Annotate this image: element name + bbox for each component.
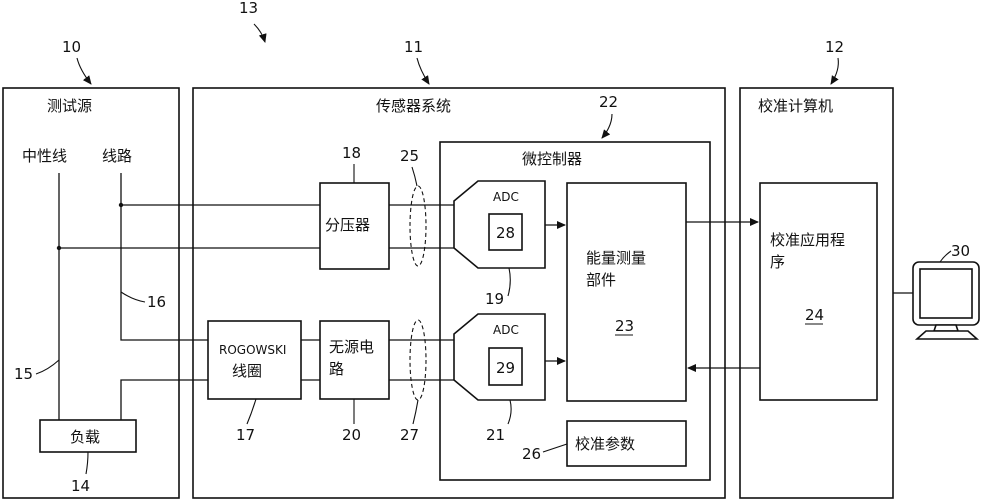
sensor-system-block: 传感器系统 分压器 ROGOWSKI 线圈 无源电 路 微控制器 ADC ADC…: [192, 87, 726, 499]
ref-29: 29: [496, 359, 515, 377]
ref-20: 20: [342, 426, 361, 444]
ref-19-leader: [507, 267, 511, 297]
monitor-neck: [932, 324, 960, 332]
sensor-system-label: 传感器系统: [376, 97, 451, 115]
test-source-label: 测试源: [47, 97, 92, 115]
ref-16-leader: [120, 291, 146, 303]
load-to-rogowski-wire: [120, 379, 208, 420]
neutral-label: 中性线: [22, 147, 67, 165]
ref-21-leader: [507, 399, 512, 425]
adc-top-label: ADC: [493, 190, 519, 204]
signal-pair-ellipse-25: [409, 185, 427, 267]
ref-25: 25: [400, 147, 419, 165]
ref-28: 28: [496, 224, 515, 242]
ref-12: 12: [825, 38, 844, 56]
signal-pair-ellipse-27: [409, 319, 427, 401]
ref-15-leader: [35, 359, 60, 375]
line-wire: [120, 173, 208, 341]
ref-26-leader: [542, 443, 568, 453]
ref-23: 23: [615, 317, 634, 335]
passive-circuit-label-line1: 无源电: [329, 338, 374, 356]
passive-circuit-box: [319, 320, 390, 400]
ref-10-leader: [76, 57, 92, 85]
energy-measurement-box: [566, 182, 687, 402]
ref-16: 16: [147, 293, 166, 311]
ref-30-leader: [939, 250, 952, 263]
rogowski-coil-box: [207, 320, 302, 400]
rogowski-label-line2: 线圈: [232, 362, 262, 380]
ref-27: 27: [400, 426, 419, 444]
energy-label-line1: 能量测量: [586, 249, 646, 267]
calibration-app-box: [759, 182, 878, 401]
monitor-base: [914, 330, 980, 340]
ref-14: 14: [71, 477, 90, 495]
ref-13: 13: [239, 0, 258, 17]
passive-circuit-label-line2: 路: [329, 360, 344, 378]
voltage-divider-box: [319, 182, 390, 270]
ref-25-leader: [411, 166, 418, 187]
calibration-app-label-line1: 校准应用程: [770, 231, 845, 249]
adc-bottom-label: ADC: [493, 323, 519, 337]
ref-26: 26: [522, 445, 541, 463]
test-source-block: 测试源 中性线 线路 负载: [2, 87, 180, 499]
ref-18: 18: [342, 144, 361, 162]
ref-11: 11: [404, 38, 423, 56]
ref-17: 17: [236, 426, 255, 444]
load-label: 负载: [70, 428, 100, 446]
ref-11-leader: [416, 57, 430, 85]
adc-bottom-inner-box: [488, 347, 523, 386]
calibration-params-label: 校准参数: [575, 435, 635, 453]
microcontroller-label: 微控制器: [522, 150, 582, 168]
ref-19: 19: [485, 290, 504, 308]
junction-dot: [56, 245, 62, 251]
ref-13-leader: [253, 23, 267, 43]
adc-top-inner-box: [488, 213, 523, 251]
reference-numerals: 10 11 12 13 14 15 16 17 18 19 20 21 22 2…: [14, 0, 970, 495]
ref-17-leader: [246, 398, 257, 425]
ref-10: 10: [62, 38, 81, 56]
ref-22: 22: [599, 93, 618, 111]
ref-15: 15: [14, 365, 33, 383]
junction-dot: [118, 202, 124, 208]
calibration-app-label-line2: 序: [770, 253, 785, 271]
monitor-icon: [912, 261, 980, 340]
line-label: 线路: [102, 147, 132, 165]
calibration-computer-label: 校准计算机: [758, 97, 833, 115]
ref-27-leader: [412, 399, 419, 425]
energy-label-line2: 部件: [586, 271, 616, 289]
connection-wires: [56, 173, 913, 420]
ref-30: 30: [951, 242, 970, 260]
ref-12-leader: [830, 57, 839, 85]
ref-24: 24: [805, 306, 824, 324]
ref-21: 21: [486, 426, 505, 444]
voltage-divider-label: 分压器: [325, 216, 370, 234]
calibration-computer-block: 校准计算机 校准应用程 序: [739, 87, 894, 499]
rogowski-label-line1: ROGOWSKI: [219, 343, 286, 357]
monitor-screen: [919, 268, 973, 319]
ref-22-leader: [601, 113, 613, 139]
ref-14-leader: [85, 451, 89, 475]
calibration-params-box: [566, 420, 687, 467]
